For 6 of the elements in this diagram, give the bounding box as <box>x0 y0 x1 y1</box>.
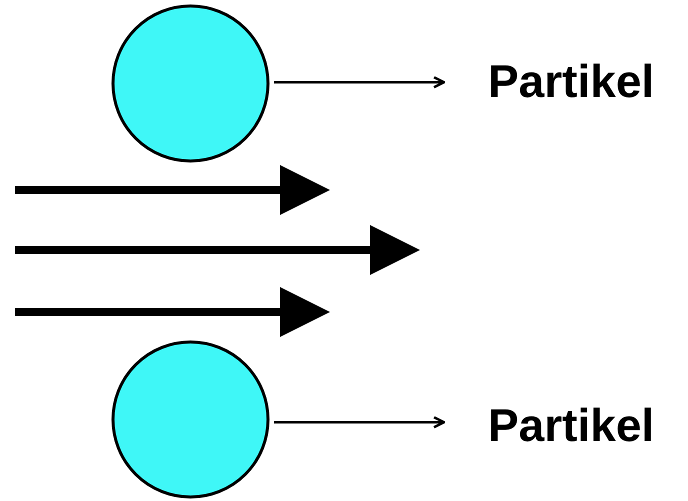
particle-circle <box>111 340 270 499</box>
node-label: Partikel <box>488 402 654 448</box>
arrow <box>274 76 446 88</box>
node-label: Partikel <box>488 58 654 104</box>
arrow <box>274 416 446 428</box>
particle-circle <box>111 4 270 163</box>
